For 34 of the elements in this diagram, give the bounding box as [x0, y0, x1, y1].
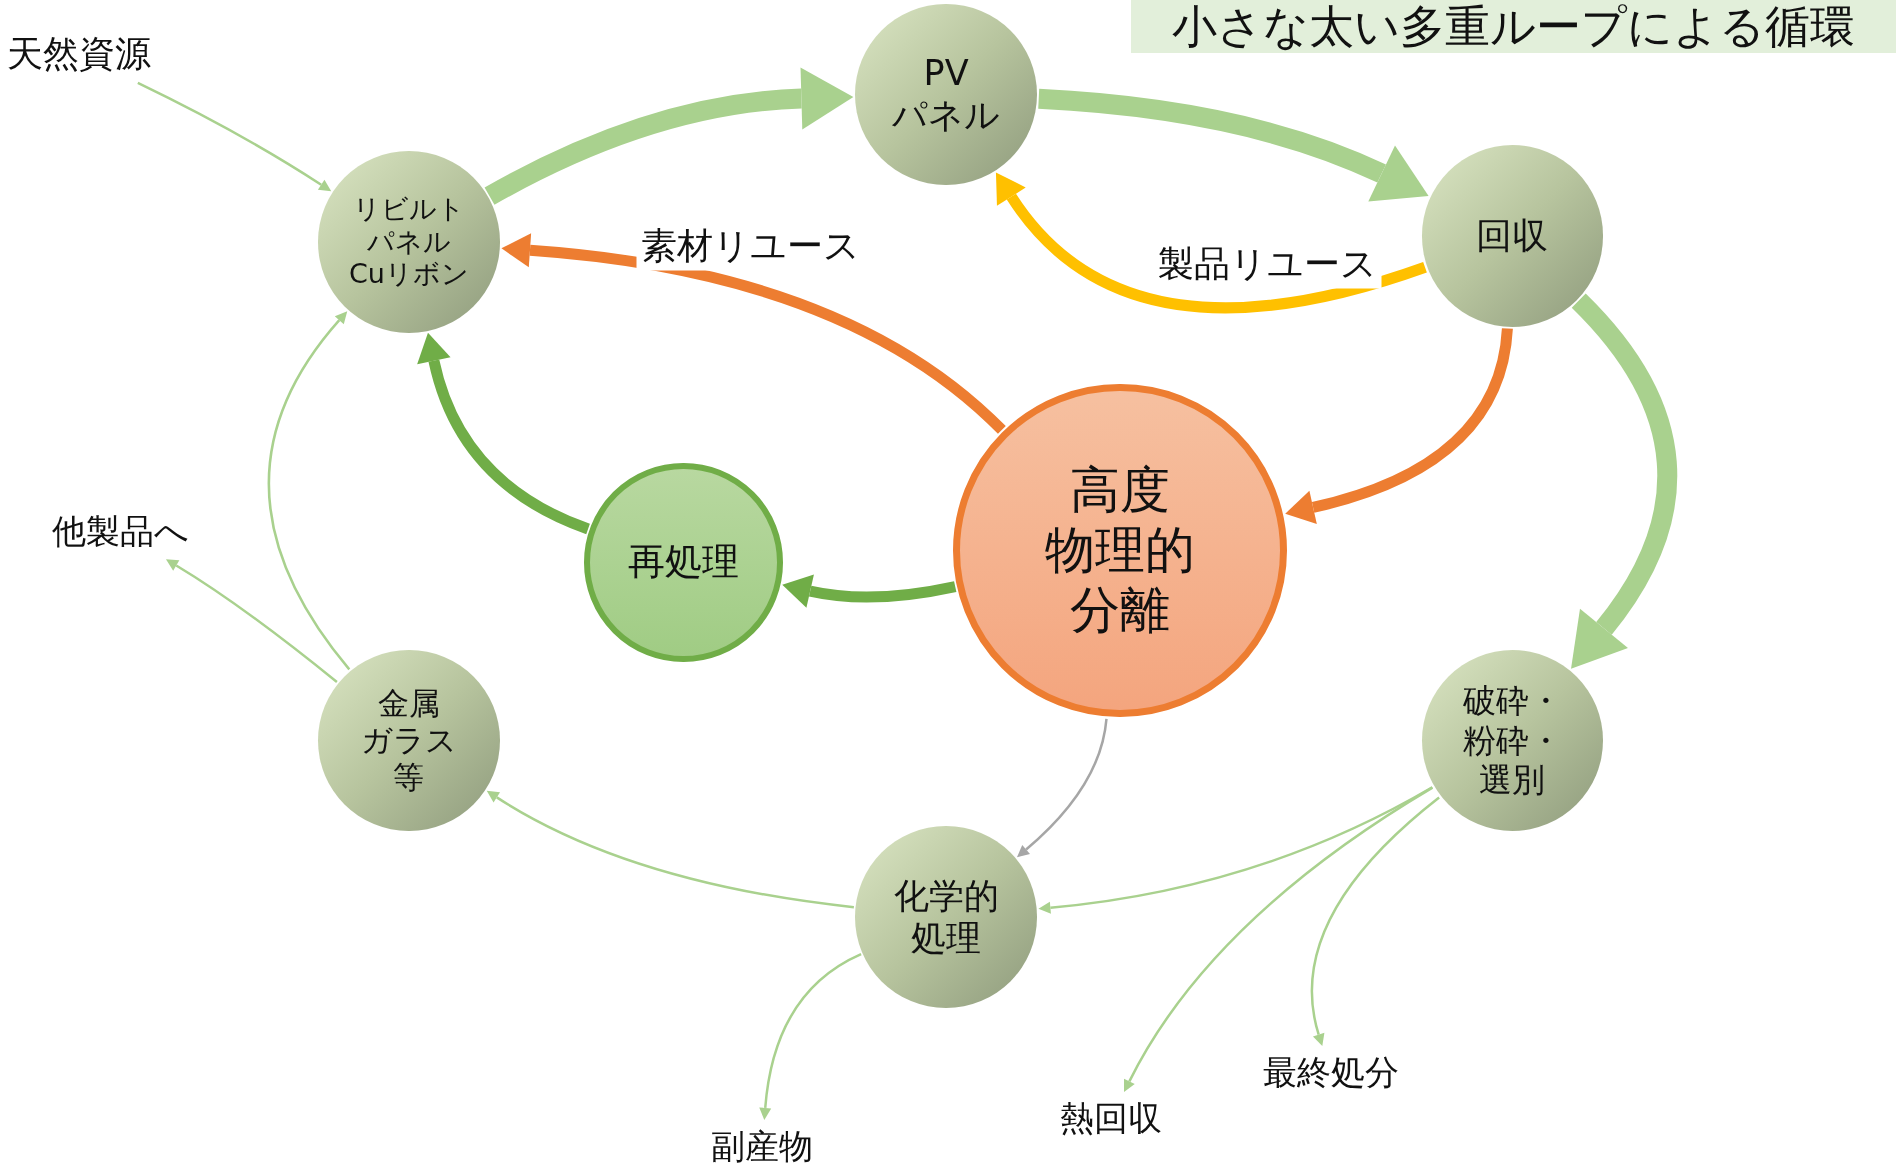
arrow [1571, 293, 1677, 671]
arrow [484, 67, 854, 205]
node-text: 再処理 [627, 540, 741, 585]
arrow [1123, 786, 1434, 1092]
arrow [501, 233, 1006, 434]
node-text: ガラス等 [360, 721, 457, 797]
node-text: 破砕・粉砕・選別 [1461, 681, 1563, 800]
arrow [486, 791, 854, 909]
node-text: 高度 [1069, 460, 1172, 521]
arrow [1038, 88, 1430, 202]
node-text: PV パネル [891, 52, 1001, 137]
node-text: 物理的分離 [1044, 520, 1197, 641]
node-text: 回収 [1475, 214, 1550, 258]
node-text: リビルトパネル [351, 193, 466, 259]
flow-label: 天然資源 [6, 29, 151, 79]
arrow [1017, 718, 1108, 858]
arrow [994, 173, 1427, 313]
arrow [417, 332, 591, 535]
node-text: 化学的処理 [892, 875, 1000, 960]
flow-label: 副産物 [711, 1123, 814, 1170]
flow-label: 最終処分 [1262, 1050, 1399, 1097]
node-text: 金属 [376, 684, 441, 722]
arrow [166, 559, 338, 683]
node-text: Cuリボン [348, 258, 470, 291]
flow-label: 熱回収 [1059, 1096, 1162, 1143]
title: 小さな太い多重ループによる循環 [1172, 0, 1855, 55]
arrow [137, 81, 332, 192]
arrow [1038, 786, 1433, 914]
arrow [782, 574, 957, 608]
arrow [267, 310, 351, 671]
arrow [759, 953, 862, 1120]
flow-label: 他製品へ [52, 509, 190, 556]
arrow [1285, 327, 1513, 524]
arrow [1310, 796, 1440, 1047]
